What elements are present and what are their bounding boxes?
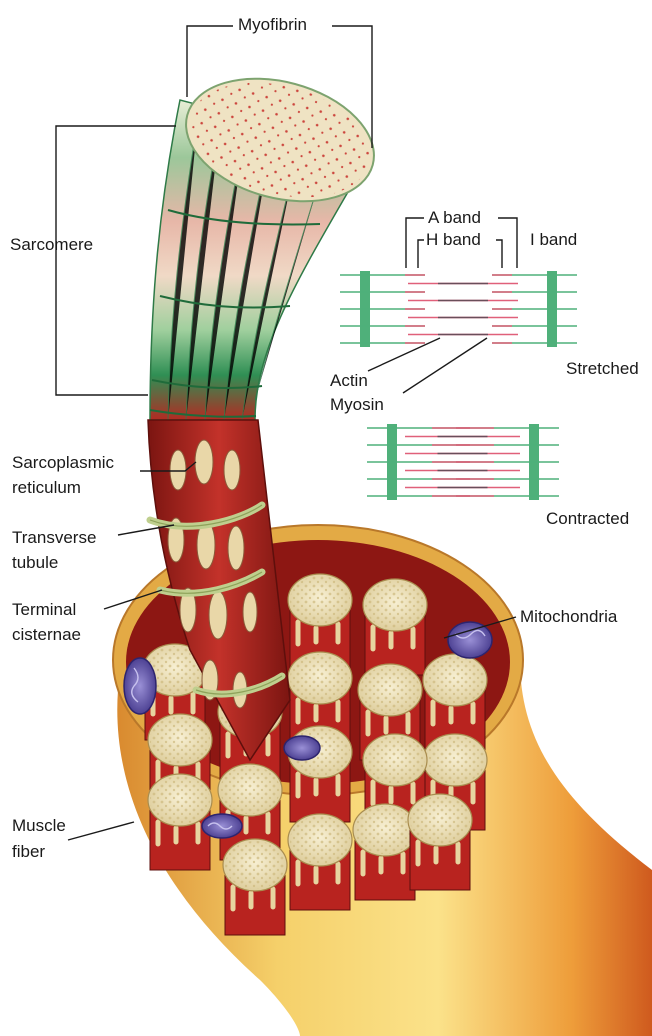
fibril-cap-texture — [425, 656, 485, 704]
label-sarcoplasmic-2: reticulum — [12, 478, 81, 497]
fibril-cap-texture — [365, 581, 425, 629]
sarcomere-contracted-schematic — [367, 424, 559, 500]
sarcomere-stretched-schematic — [340, 271, 577, 347]
label-mitochondria: Mitochondria — [520, 607, 618, 626]
label-muscle-1: Muscle — [12, 816, 66, 835]
fibril-cap-texture — [290, 576, 350, 624]
label-h-band: H band — [426, 230, 481, 249]
fibril-cap-texture — [355, 806, 415, 854]
label-terminal-1: Terminal — [12, 600, 76, 619]
fibril-cap-texture — [150, 716, 210, 764]
label-muscle-2: fiber — [12, 842, 45, 861]
label-stretched: Stretched — [566, 359, 639, 378]
label-terminal-2: cisternae — [12, 625, 81, 644]
fibril-cap-texture — [410, 796, 470, 844]
label-actin: Actin — [330, 371, 368, 390]
label-transverse-1: Transverse — [12, 528, 96, 547]
fibril-cap-texture — [365, 736, 425, 784]
fibril-cap-texture — [360, 666, 420, 714]
label-contracted: Contracted — [546, 509, 629, 528]
label-a-band: A band — [428, 208, 481, 227]
fibril-cap-texture — [290, 816, 350, 864]
fibril-cap-texture — [225, 841, 285, 889]
fibril-cap-texture — [220, 766, 280, 814]
label-sarcomere: Sarcomere — [10, 235, 93, 254]
label-myosin: Myosin — [330, 395, 384, 414]
label-sarcoplasmic-1: Sarcoplasmic — [12, 453, 115, 472]
label-transverse-2: tubule — [12, 553, 58, 572]
fibril-cap-texture — [425, 736, 485, 784]
label-i-band: I band — [530, 230, 577, 249]
fibril-cap-texture — [150, 776, 210, 824]
fibril-cap-texture — [290, 654, 350, 702]
label-myofibrin: Myofibrin — [238, 15, 307, 34]
